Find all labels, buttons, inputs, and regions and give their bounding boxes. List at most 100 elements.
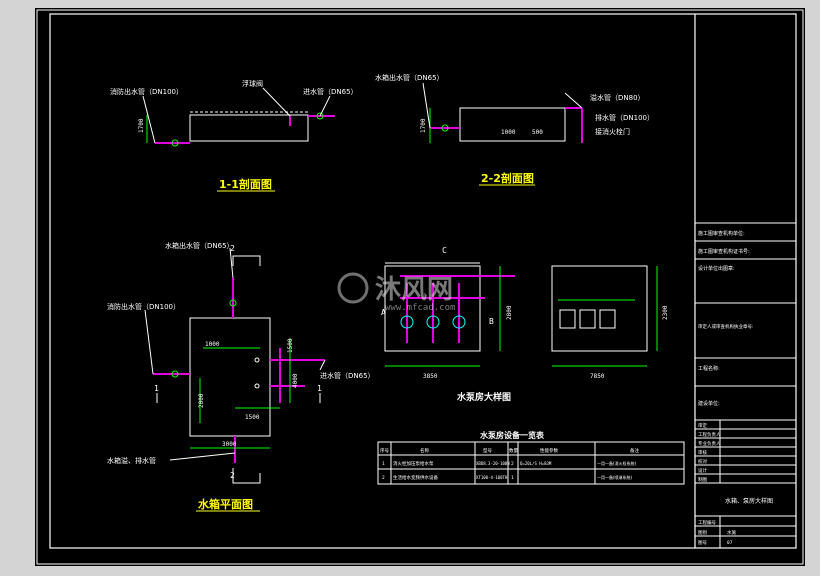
tb-sign-row: 校对 (698, 458, 707, 465)
tb-sign-row: 审核 (698, 449, 707, 456)
dim-h2: 2300 (662, 305, 669, 320)
table-header: 名称 (420, 447, 429, 454)
table-header: 型号 (483, 447, 492, 454)
table-cell: 一用一备(喷淋系统) (597, 474, 633, 480)
leader-line (319, 95, 331, 117)
dim-a: 1000 (501, 129, 516, 136)
pump-room-elevation (551, 265, 648, 352)
label-inlet: 进水管（DN65） (320, 371, 375, 380)
table-cell: 消火栓加压泵给水泵 (393, 460, 434, 467)
table-cell: XT100-4-100TH (476, 475, 508, 480)
dim-b: 500 (532, 129, 543, 136)
title-block: 施工图审查机构单位: 施工图审查机构证书号: 设计单位出图章: 审定人或审查机构… (694, 14, 796, 548)
valve-icon (171, 370, 179, 378)
watermark-url: www.mfcad.com (385, 303, 455, 313)
dim-1500b: 1500 (245, 414, 260, 421)
table-border (377, 441, 685, 485)
dim-h1: 2800 (506, 305, 513, 320)
dim-h: 1700 (420, 118, 427, 133)
pump-icon (400, 315, 414, 329)
label-inlet: 进水管（DN65） (303, 87, 358, 96)
tb-row: 审定人或审查机构执业章号: (698, 323, 754, 330)
dim-4000: 4000 (292, 373, 299, 388)
tank-outline (189, 114, 309, 142)
equipment-table: 水泵房设备一览表 序号 名称 型号 数量 性能参数 备注 1 消火栓加压泵给水泵… (377, 430, 685, 485)
table-cell: 生活给水变频供水设备 (393, 474, 438, 481)
equipment-box (559, 309, 576, 329)
mark-1-right: 1 (317, 384, 322, 393)
mark-c: C (442, 246, 447, 255)
dim-height: 1700 (138, 118, 145, 133)
valve-icon (441, 124, 449, 132)
valve-icon (316, 112, 324, 120)
table-header: 性能参数 (540, 447, 558, 454)
tb-sign-row: 设计 (698, 467, 707, 474)
table-cell: 1 (382, 461, 385, 467)
leader-line (229, 247, 234, 279)
tb-page-label: 图号 (698, 540, 707, 546)
table-cell: 1 (511, 475, 514, 481)
leader-line (564, 92, 583, 109)
leader-line (169, 452, 236, 461)
watermark-logo-icon (337, 272, 369, 304)
section-1-1: 1700 消防出水管（DN100） 浮球阀 进水管（DN65） 1-1剖面图 (110, 79, 358, 192)
label-overflow: 溢水管（DN80） (590, 93, 645, 102)
leader-line (319, 359, 326, 371)
equipment-box (579, 309, 596, 329)
equipment-table-title: 水泵房设备一览表 (479, 430, 545, 440)
fitting-icon (254, 383, 260, 389)
leader-line (142, 95, 156, 144)
label-fire-outlet: 消防出水管（DN100） (110, 87, 183, 96)
tb-page-value: 07 (727, 540, 733, 546)
mark-a: A (381, 308, 386, 317)
title-section-1-1: 1-1剖面图 (219, 177, 272, 191)
dim-1000: 1000 (205, 341, 220, 348)
inner-frame (49, 13, 797, 549)
tb-sheet-title: 水箱、泵房大样图 (725, 497, 773, 505)
dim-1500a: 1500 (287, 338, 294, 353)
table-header: 备注 (630, 447, 639, 454)
watermark: 沐风网 www.mfcad.com (337, 272, 455, 313)
tb-drawing-label: 图别 (698, 529, 707, 536)
dim-w2: 7850 (590, 373, 605, 380)
tank-plan: 1000 1500 1500 4000 2000 3000 2 2 1 1 水箱… (107, 241, 375, 512)
outer-frame (36, 9, 804, 565)
leader-line (262, 87, 291, 117)
title-tank-plan: 水箱平面图 (198, 497, 253, 511)
tb-sign-row: 专业负责人 (698, 440, 721, 447)
mark-b: B (489, 317, 494, 326)
equipment-box (599, 309, 616, 329)
label-drain: 排水管（DN100） (595, 113, 654, 122)
mark-2-top: 2 (230, 244, 235, 253)
tb-sign-row: 制图 (698, 476, 707, 483)
drawing-sheet: 1700 消防出水管（DN100） 浮球阀 进水管（DN65） 1-1剖面图 1… (35, 8, 805, 566)
label-pump-room: 接消火栓门 (595, 127, 630, 136)
mark-2-bottom: 2 (230, 471, 235, 480)
mark-1-left: 1 (154, 384, 159, 393)
pump-room-detail: A B C 3850 2800 7850 2300 水泵房大样图 (381, 246, 669, 403)
table-header: 序号 (380, 447, 389, 454)
pump-icon (452, 315, 466, 329)
dim-w1: 3850 (423, 373, 438, 380)
section-2-2: 1700 1000 500 水箱出水管（DN65） 溢水管（DN80） 排水管（… (375, 73, 654, 186)
watermark-text: 沐风网 (375, 275, 453, 305)
tb-sign-grid (695, 428, 796, 484)
label-outlet: 水箱出水管（DN65） (165, 241, 234, 250)
tank-outline (459, 107, 566, 142)
tank-outline (189, 317, 271, 437)
table-cell: 一用一备(消火栓系统) (597, 460, 637, 466)
tb-row: 施工图审查机构证书号: (698, 248, 750, 255)
tb-row: 设计单位出图章: (698, 265, 735, 272)
tb-drawing-value: 水施 (727, 529, 736, 536)
section-cut-2-top (232, 255, 261, 266)
tb-sign-row: 工程负责人 (698, 431, 721, 438)
section-cut-2-bottom (232, 468, 261, 484)
dim-3000: 3000 (222, 441, 237, 448)
label-tank-outlet: 水箱出水管（DN65） (375, 73, 444, 82)
pump-room-outline (384, 265, 481, 352)
leader-line (144, 309, 154, 375)
tb-row: 工程名称: (698, 365, 720, 372)
label-float-valve: 浮球阀 (242, 79, 263, 88)
tb-row: 建设单位: (698, 400, 720, 407)
valve-icon (171, 139, 179, 147)
